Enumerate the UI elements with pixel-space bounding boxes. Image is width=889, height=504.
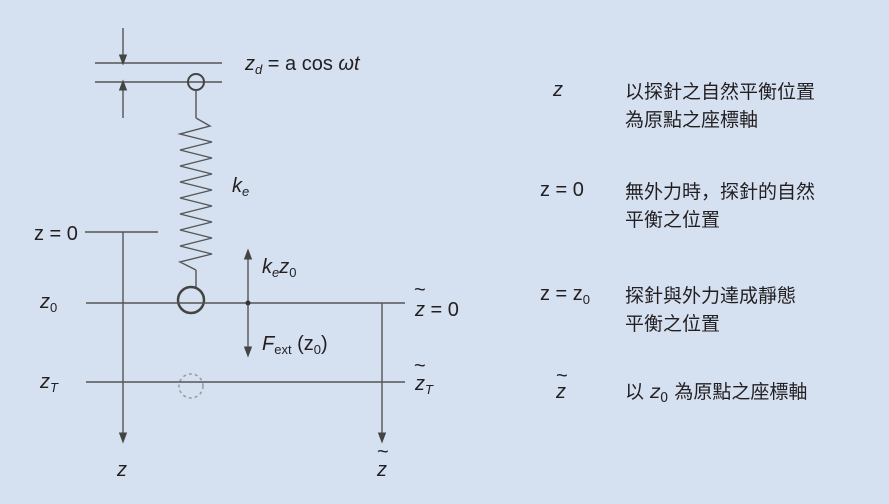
z0-label: z0 (39, 291, 57, 315)
spring-icon (177, 117, 213, 271)
z-tilde-T-tilde: ~ (414, 355, 426, 377)
legend-desc-z-zero-line1: 無外力時，探針的自然 (625, 181, 815, 203)
z-tilde-axis-tilde: ~ (377, 441, 389, 463)
legend-symbol-z-tilde-tilde: ~ (556, 365, 568, 387)
force-point (245, 300, 251, 306)
z-axis-label: z (116, 459, 127, 481)
z-tilde-zero-label: z = 0 (414, 299, 459, 321)
external-force-label: Fext (z0) (262, 333, 328, 357)
probe-circle (176, 285, 206, 315)
legend-symbol-z-tilde: z (555, 381, 566, 403)
z-tilde-T-label: zT (414, 373, 434, 397)
legend-desc-z-tilde: 以 z0 為原點之座標軸 (625, 381, 807, 406)
legend-desc-z-line1: 以探針之自然平衡位置 (625, 81, 815, 103)
legend-symbol-z-zero: z = 0 (540, 179, 584, 201)
legend-desc-z-z0-line2: 平衡之位置 (625, 313, 720, 335)
legend-symbol-z: z (552, 79, 563, 101)
z-tilde-tilde: ~ (414, 279, 426, 301)
z-tilde-axis-label: z (376, 459, 387, 481)
probe-dashed-circle (178, 373, 204, 399)
drive-label: zd = a cos ωt (244, 53, 361, 77)
legend-desc-z-zero-line2: 平衡之位置 (625, 209, 720, 231)
legend-desc-z-z0-line1: 探針與外力達成靜態 (625, 285, 796, 307)
z-zero-label: z = 0 (34, 223, 78, 245)
spring-constant-label: ke (232, 175, 249, 199)
spring-force-label: kez0 (262, 256, 296, 280)
legend-desc-z-line2: 為原點之座標軸 (625, 109, 758, 131)
legend-symbol-z-z0: z = z0 (540, 283, 590, 307)
zT-label: zT (39, 371, 59, 395)
